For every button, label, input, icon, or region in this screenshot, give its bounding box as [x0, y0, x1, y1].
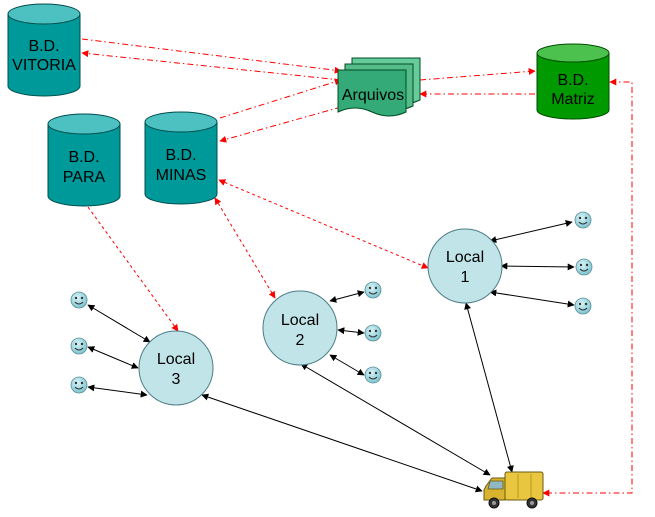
link-local1-user2 [500, 262, 575, 271]
db-para-line1: B.D. [68, 149, 99, 166]
db-matriz: B.D. Matriz [536, 43, 610, 120]
local-2: Local 2 [262, 290, 338, 366]
link-para-local3 [87, 206, 179, 332]
db-vitoria: B.D. VITORIA [7, 3, 81, 97]
red-dotted-links [87, 179, 429, 332]
link-arquivos-vitoria [81, 50, 342, 81]
link-local3-user2 [87, 346, 139, 369]
link-local1-user1 [489, 220, 573, 243]
local-2-line1: Local [281, 312, 319, 329]
link-minas-local1 [218, 179, 429, 269]
link-local2-user1 [329, 290, 365, 303]
link-matriz-truck [542, 78, 633, 497]
local-3-line1: Local [157, 351, 195, 368]
link-minas-local2 [214, 197, 276, 299]
red-links [81, 38, 633, 497]
link-local1-user3 [489, 289, 575, 308]
link-arquivos-minas [219, 106, 342, 143]
db-vitoria-line1: B.D. [28, 38, 59, 55]
link-local3-user3 [87, 384, 148, 398]
db-minas: B.D. MINAS [144, 111, 218, 205]
link-local2-user3 [329, 354, 365, 376]
db-vitoria-line2: VITORIA [12, 57, 76, 74]
link-vitoria-arquivos [81, 38, 342, 74]
db-minas-line2: MINAS [156, 167, 207, 184]
truck-icon [483, 471, 544, 509]
link-arquivos-matriz [419, 68, 536, 81]
local-2-line2: 2 [296, 332, 305, 349]
local-3-line2: 3 [172, 371, 181, 388]
link-local1-truck [464, 302, 514, 473]
local-3: Local 3 [138, 330, 214, 406]
link-local2-truck [300, 363, 491, 476]
smiley-icon [574, 211, 592, 229]
local-1-line1: Local [446, 249, 484, 266]
documents-label: Arquivos [342, 87, 404, 104]
db-matriz-line1: B.D. [557, 72, 588, 89]
db-matriz-line2: Matriz [551, 91, 595, 108]
smiley-icon [364, 324, 382, 342]
link-local3-user1 [87, 304, 151, 343]
smiley-icon [70, 337, 88, 355]
local-1-line2: 1 [461, 269, 470, 286]
smiley-icon [70, 376, 88, 394]
db-para-line2: PARA [63, 169, 106, 186]
smiley-icon [70, 291, 88, 309]
smiley-icon [574, 297, 592, 315]
db-para: B.D. PARA [47, 113, 121, 207]
db-minas-line1: B.D. [165, 147, 196, 164]
smiley-icon [364, 281, 382, 299]
local-1: Local 1 [427, 228, 503, 304]
link-local2-user2 [337, 327, 365, 336]
smiley-icon [364, 366, 382, 384]
smiley-icon [575, 258, 593, 276]
link-local3-truck [201, 393, 483, 493]
black-links [87, 220, 575, 493]
documents-arquivos: Arquivos [337, 57, 421, 117]
link-minas-arquivos [219, 78, 342, 119]
